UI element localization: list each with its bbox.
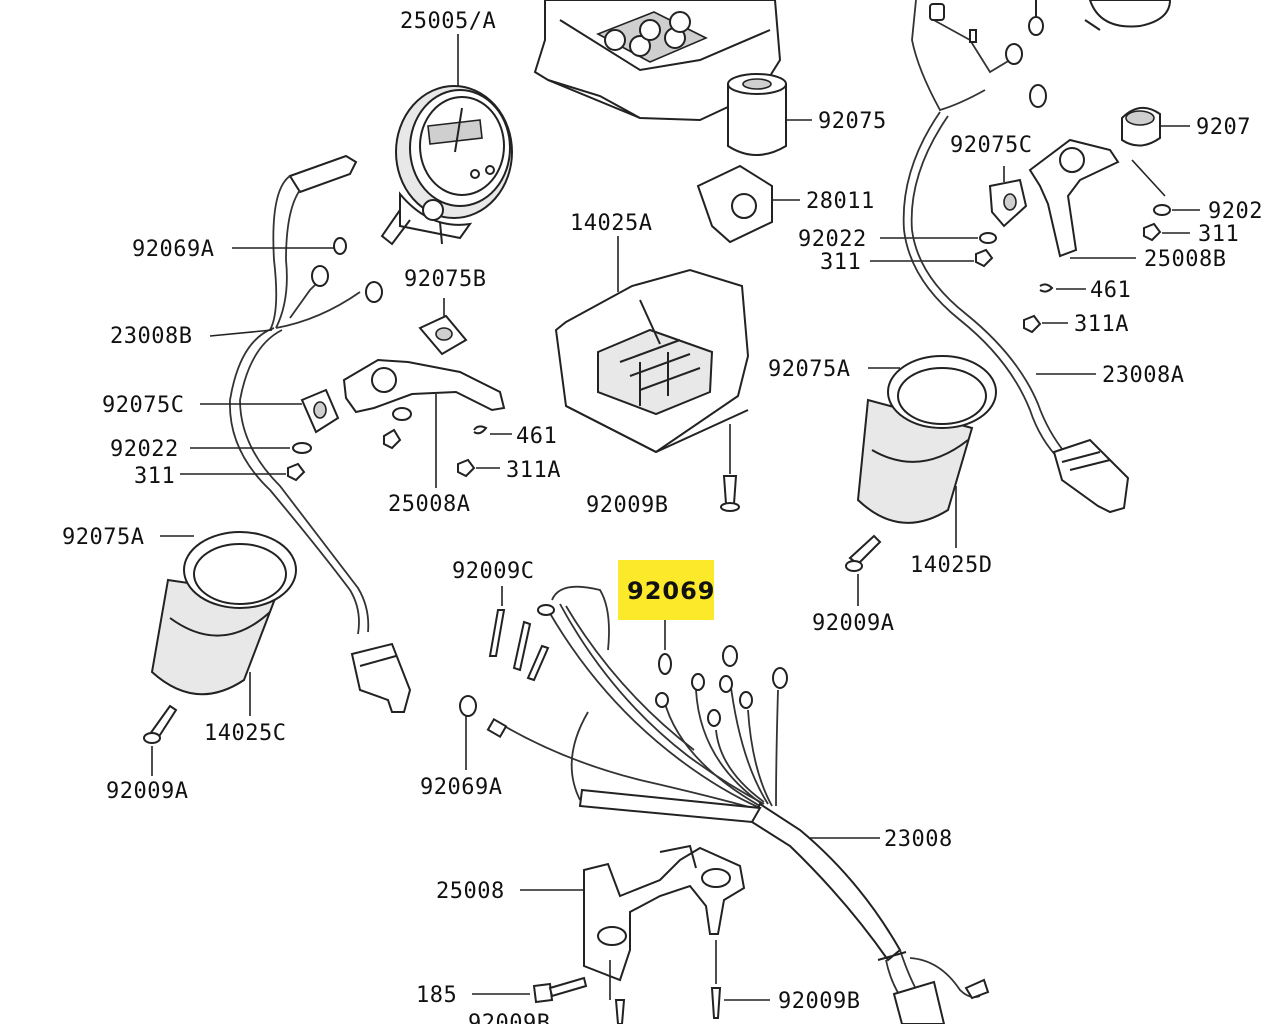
- label-92069a-bottom: 92069A: [420, 775, 502, 800]
- label-461-right: 461: [1090, 278, 1131, 303]
- label-14025a: 14025A: [570, 211, 652, 236]
- label-92075a-right: 92075A: [768, 357, 850, 382]
- label-311a-left: 311A: [506, 458, 561, 483]
- label-14025d: 14025D: [910, 553, 992, 578]
- label-92009b-bottom: 92009B: [778, 989, 860, 1014]
- label-92009a-right: 92009A: [812, 611, 894, 636]
- grommet-92075: [727, 73, 812, 156]
- label-25008: 25008: [436, 879, 505, 904]
- label-92022-mid: 92022: [798, 227, 867, 252]
- cup-14025d: [845, 355, 997, 606]
- label-92009b-cut: 92009B: [468, 1011, 550, 1024]
- bulb-sockets-92069: [655, 620, 788, 727]
- label-311-right: 311: [1198, 222, 1239, 247]
- label-25005a: 25005/A: [400, 9, 496, 34]
- label-461-left: 461: [516, 424, 557, 449]
- label-311-mid: 311: [820, 250, 861, 275]
- cup-14025c: [143, 531, 297, 776]
- label-92022-left: 92022: [110, 437, 179, 462]
- label-92075b: 92075B: [404, 267, 486, 292]
- instrument-housing-top: [533, 0, 782, 122]
- bracket-25008b: [1028, 138, 1200, 259]
- knob-9207: [1121, 107, 1190, 147]
- label-92009c: 92009C: [452, 559, 534, 584]
- bracket-25008a: [342, 358, 512, 488]
- label-92009b-mid: 92009B: [586, 493, 668, 518]
- label-9202-right: 9202: [1208, 199, 1263, 224]
- label-92075a-left: 92075A: [62, 525, 144, 550]
- bracket-25008: [520, 844, 746, 1000]
- terminal-92069a: [459, 695, 508, 770]
- label-23008a: 23008A: [1102, 363, 1184, 388]
- hardware-center-right: [870, 232, 1086, 334]
- label-311-left: 311: [134, 464, 175, 489]
- screws-92009c: [488, 586, 555, 682]
- grommet-92075b: [418, 298, 468, 356]
- highlight-box: [618, 560, 714, 620]
- label-92069-highlighted: 92069: [627, 577, 716, 605]
- label-92075c-right: 92075C: [950, 133, 1032, 158]
- speedometer-assembly: [380, 34, 513, 246]
- label-92009a-left: 92009A: [106, 779, 188, 804]
- label-92075-top: 92075: [818, 109, 887, 134]
- label-311a-right: 311A: [1074, 312, 1129, 337]
- screw-92009b-bottom: [614, 940, 770, 1024]
- relay-box-14025a: [554, 236, 750, 512]
- label-14025c: 14025C: [204, 721, 286, 746]
- part-labels: 25005/A 92075 9207 92075C 9202 28011 311…: [62, 9, 1263, 1024]
- label-9207-right: 9207: [1196, 115, 1251, 140]
- grommet-92075c-left: [180, 388, 340, 482]
- grommet-92075c-right: [988, 166, 1028, 228]
- label-28011: 28011: [806, 189, 875, 214]
- label-92069a-left: 92069A: [132, 237, 214, 262]
- main-harness-23008: [493, 585, 990, 1024]
- label-185: 185: [416, 983, 457, 1008]
- harness-23008b: [209, 154, 412, 713]
- switch-28011: [696, 164, 800, 244]
- tachometer-top-right: [1084, 0, 1172, 31]
- label-23008: 23008: [884, 827, 953, 852]
- harness-right-top-bulbs: [911, 0, 1047, 112]
- label-23008b: 23008B: [110, 324, 192, 349]
- bolt-185: [472, 976, 588, 1004]
- label-25008b: 25008B: [1144, 247, 1226, 272]
- label-92075c-left: 92075C: [102, 393, 184, 418]
- label-25008a: 25008A: [388, 492, 470, 517]
- indicator-lamp-window: [604, 11, 691, 57]
- harness-23008a: [902, 111, 1130, 514]
